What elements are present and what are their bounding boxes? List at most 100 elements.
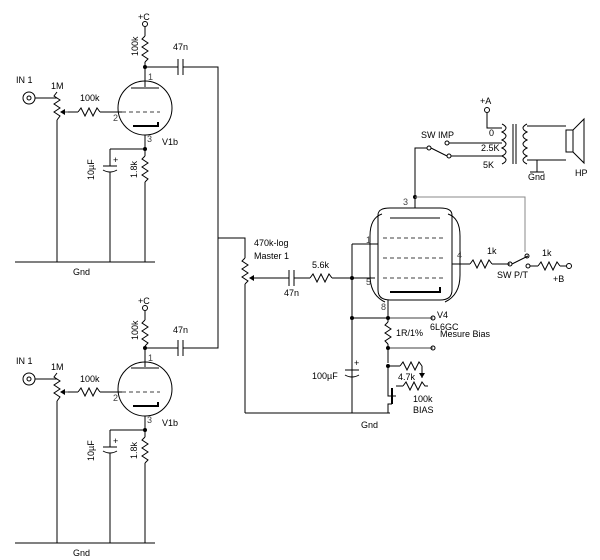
rail-a-label: +A: [480, 96, 491, 106]
stage-bottom: +C 100k 47n IN 1 1M 100k 1 2 3 V1b: [15, 238, 219, 558]
plate-resistor: [141, 35, 149, 63]
svg-text:3: 3: [403, 197, 408, 207]
transformer-primary: [500, 123, 507, 165]
input-pot-label: 1M: [51, 81, 64, 91]
screen-resistor-2: [537, 260, 561, 272]
cathode-cap-label: 10µF: [86, 440, 96, 461]
switch-pt-label: SW P/T: [497, 270, 529, 280]
input-pot: [53, 91, 61, 121]
grid-resistor: [77, 106, 101, 118]
speaker-magnet: [565, 129, 574, 153]
output-ground-label: Gnd: [528, 172, 545, 182]
power-tube-cathode: [390, 287, 441, 293]
bias-fixed-resistor: [399, 360, 423, 372]
screen-resistor: [469, 258, 493, 270]
bias-pot: [402, 380, 428, 392]
svg-text:2: 2: [113, 393, 118, 403]
svg-text:1: 1: [366, 235, 371, 245]
plate-resistor: [141, 319, 149, 347]
cathode-resistor-label: 1.8k: [129, 441, 139, 459]
cathode-cap-plate-b: [102, 450, 118, 454]
rail-c-label: +C: [138, 296, 150, 306]
grid-stopper: [309, 272, 333, 284]
ground-label: Gnd: [73, 267, 90, 277]
screen-resistor-label: 1k: [487, 246, 497, 256]
speaker-label: HP: [575, 168, 588, 178]
power-ground-label: Gnd: [361, 420, 378, 430]
cathode-resistor: [141, 155, 149, 183]
tube-label: V1b: [162, 418, 178, 428]
rail-c-label: +C: [138, 12, 150, 22]
rail-c-terminal: [142, 21, 148, 27]
ground-label: Gnd: [73, 548, 90, 558]
svg-text:+: +: [113, 436, 118, 446]
svg-text:8: 8: [381, 302, 386, 312]
rail-c-terminal: [142, 305, 148, 311]
triode-cathode: [133, 402, 159, 407]
input-jack: [22, 91, 36, 105]
bias-pot-label: 100k: [413, 394, 433, 404]
triode-envelope: [117, 361, 173, 417]
power-tube-envelope: [377, 207, 453, 301]
transformer-secondary: [522, 123, 529, 165]
plate-resistor-label: 100k: [130, 320, 140, 340]
input-jack: [22, 372, 36, 386]
grid-stopper-label: 5.6k: [312, 260, 330, 270]
grid-resistor-label: 100k: [80, 93, 100, 103]
switch-imp-label: SW IMP: [421, 130, 454, 140]
bias-pot-name: BIAS: [413, 405, 434, 415]
grid-resistor: [77, 386, 101, 398]
svg-text:+: +: [354, 358, 359, 368]
plate-resistor-label: 100k: [130, 36, 140, 56]
screen-resistor-2-label: 1k: [542, 248, 552, 258]
bias-pot-wiper: [419, 373, 425, 378]
grid-resistor-label: 100k: [80, 374, 100, 384]
master-pot-wiper: [249, 275, 254, 281]
tube-label: V1b: [162, 137, 178, 147]
power-cap-label: 100µF: [312, 371, 338, 381]
svg-text:2: 2: [113, 113, 118, 123]
svg-text:5: 5: [366, 277, 371, 287]
input-pot-wiper: [60, 109, 65, 115]
coupling-cap-label: 47n: [173, 325, 188, 335]
cathode-cap-plate-b: [102, 169, 118, 173]
power-cap-plate-b: [344, 374, 360, 378]
output-section: SW IMP +A 0 2.5K 5K Gnd HP: [421, 96, 588, 182]
svg-text:1: 1: [148, 353, 153, 363]
power-tube-type: 6L6GC: [430, 322, 459, 332]
master-pot-name: Master 1: [254, 251, 289, 261]
rail-b-label: +B: [553, 274, 564, 284]
cathode-cap-label: 10µF: [86, 159, 96, 180]
svg-text:4: 4: [457, 250, 462, 260]
stage-top: +C 100k 47n IN 1 1M 100k 1 2: [15, 12, 219, 277]
coupling-cap-label: 47n: [173, 42, 188, 52]
input-label: IN 1: [16, 356, 33, 366]
rail-a-terminal: [484, 107, 490, 113]
tap-5k-label: 5K: [483, 160, 494, 170]
svg-text:+: +: [113, 155, 118, 165]
master-pot-value: 470k-log: [254, 238, 289, 248]
bias-resistor-label: 1R/1%: [396, 328, 423, 338]
power-tube-label: V4: [437, 310, 448, 320]
power-stage: 1 3 4 5 8 V4 6L6GC 1R/1% Mesure Bias + 1…: [312, 147, 572, 430]
tap-0-label: 0: [489, 128, 494, 138]
input-pot-wiper: [60, 389, 65, 395]
tap-2-5k-label: 2.5K: [481, 143, 500, 153]
speaker-cone: [572, 117, 585, 165]
bias-resistor: [384, 321, 392, 345]
master-section: 470k-log Master 1 47n 5.6k: [218, 237, 390, 414]
svg-text:3: 3: [147, 415, 152, 425]
svg-text:1: 1: [148, 72, 153, 82]
master-cap-label: 47n: [284, 288, 299, 298]
rail-b-terminal: [566, 263, 572, 269]
input-label: IN 1: [16, 75, 33, 85]
master-pot: [241, 257, 249, 285]
cathode-resistor-label: 1.8k: [129, 160, 139, 178]
input-pot-label: 1M: [51, 362, 64, 372]
bias-measure-label: Mesure Bias: [440, 329, 491, 339]
input-pot: [53, 372, 61, 402]
triode-cathode: [133, 122, 159, 127]
cathode-resistor: [141, 436, 149, 464]
switch-imp-lever: [430, 147, 448, 157]
